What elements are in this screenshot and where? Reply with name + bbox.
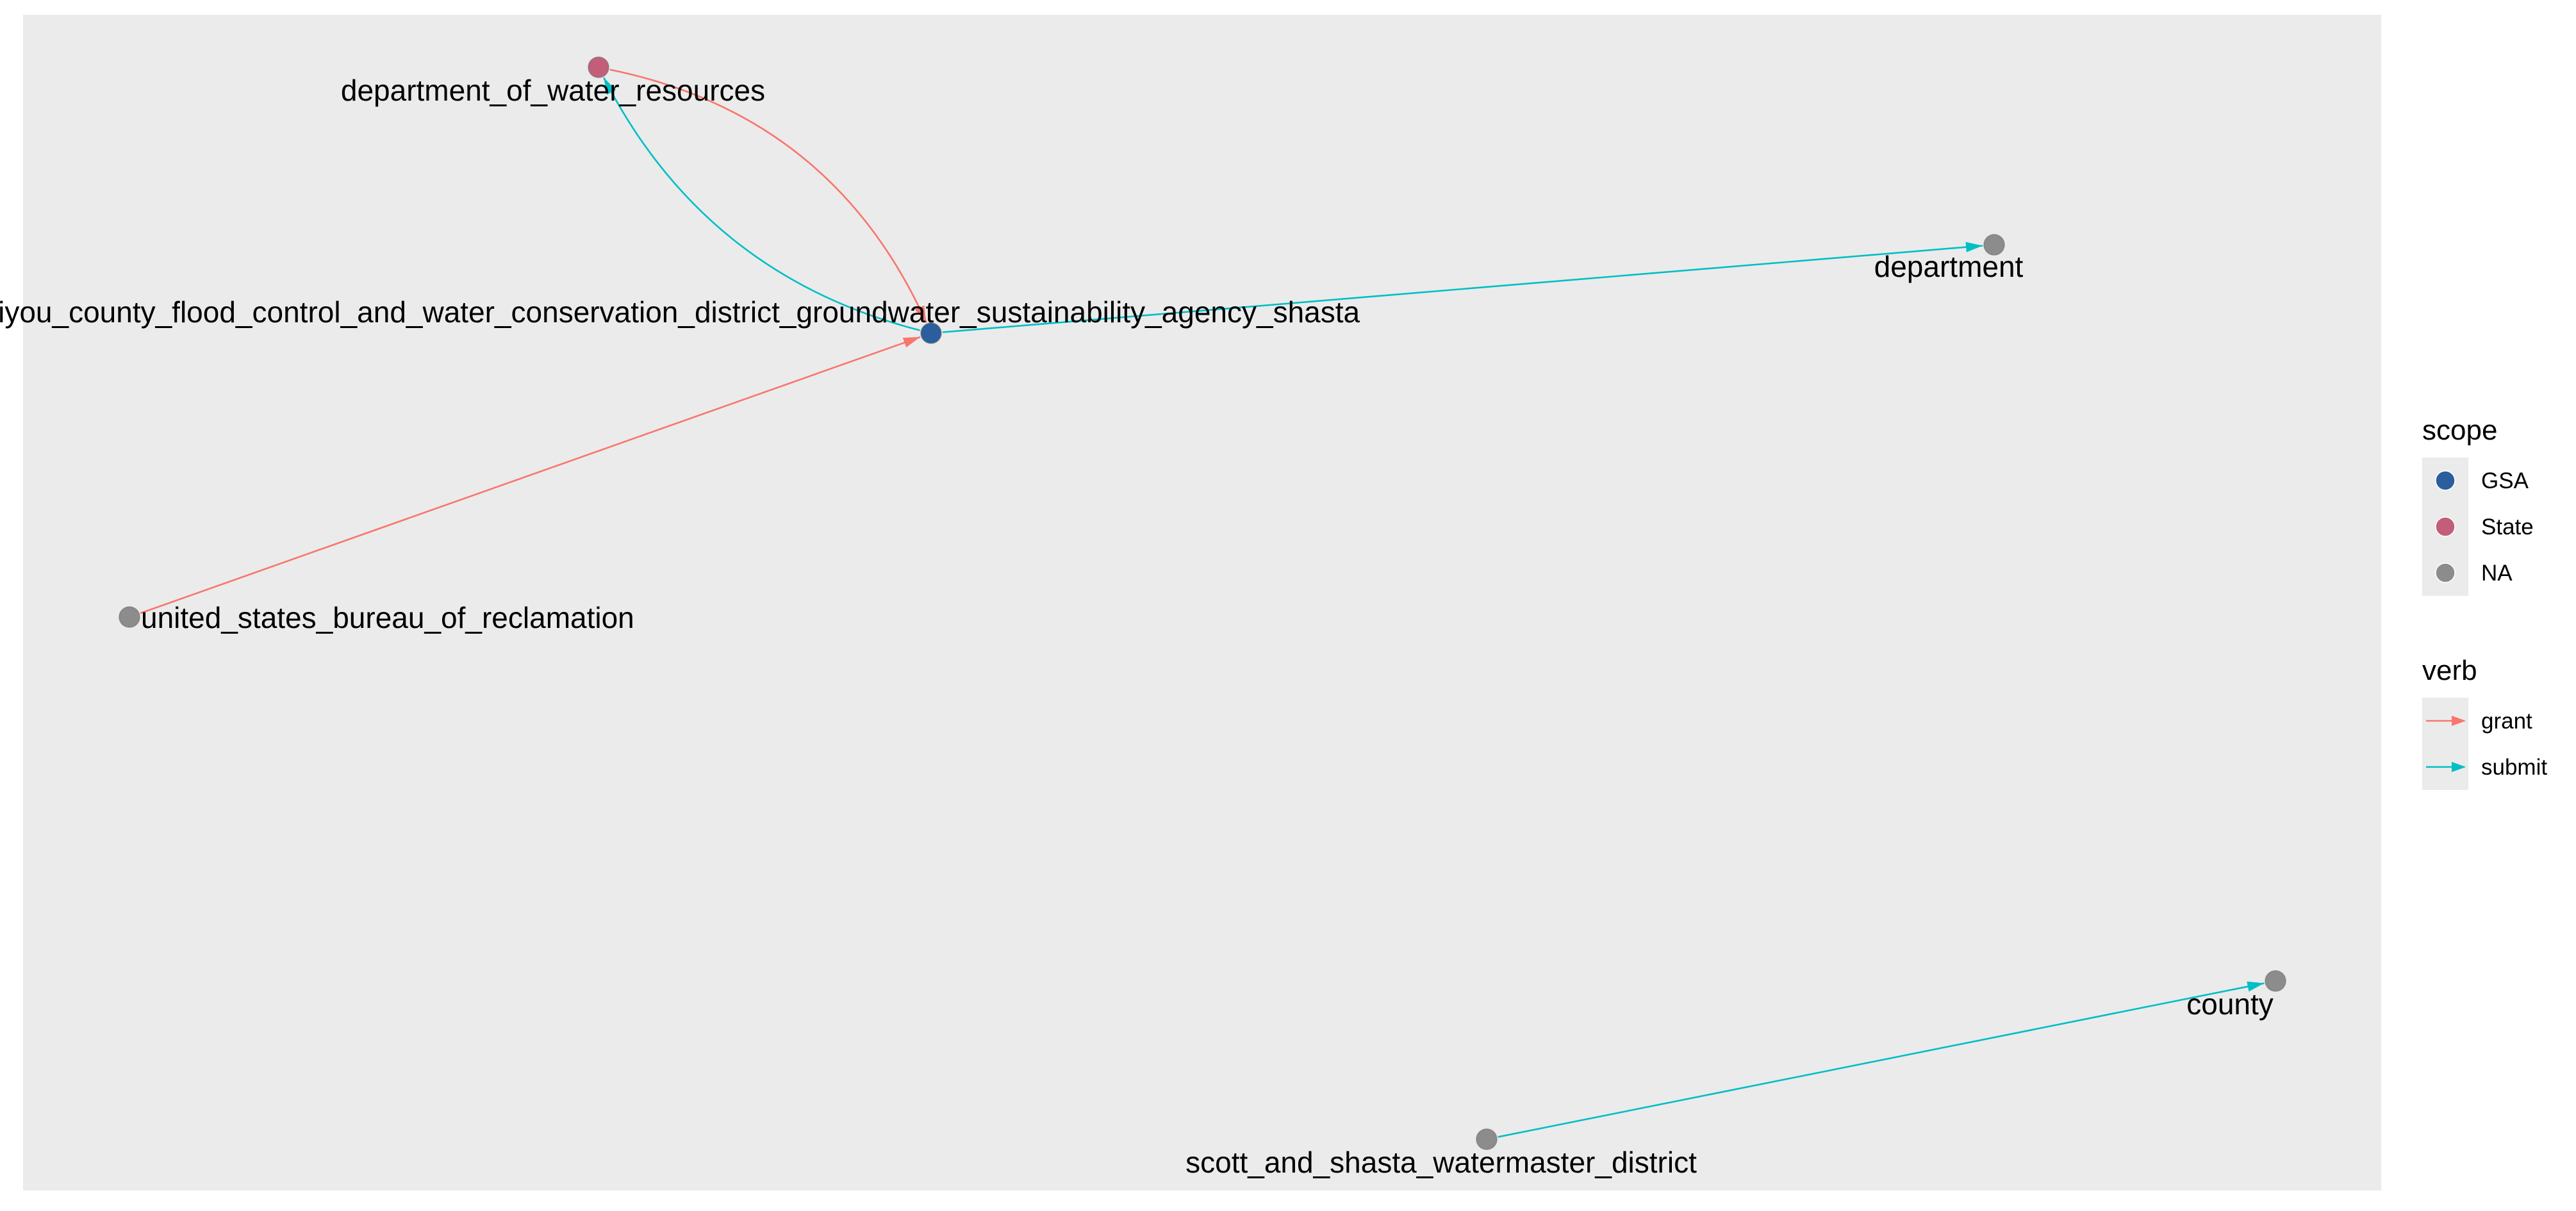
node-siskiyou-county-flood-control-and-water-conservation-district-groundwater-sustainability-agency-shasta [920, 322, 942, 344]
node-department-of-water-resources [588, 56, 609, 78]
edge-arrowhead [2247, 981, 2265, 992]
node-label-scott-and-shasta-watermaster-district: scott_and_shasta_watermaster_district [1185, 1146, 1697, 1179]
edge-line [942, 245, 1983, 333]
legend-scope-key-state [2435, 516, 2456, 537]
plot-panel [23, 15, 2381, 1190]
edge-grant [140, 336, 921, 614]
legend-scope-label-na: NA [2481, 561, 2513, 586]
edge-arrowhead [604, 78, 616, 95]
legend-verb-label-grant: grant [2481, 709, 2532, 734]
legend-verb-key-submit-arrowhead [2452, 762, 2466, 772]
edge-arrowhead [902, 337, 921, 348]
legend-scope-label-gsa: GSA [2481, 468, 2529, 493]
edge-arrowhead [1965, 242, 1983, 252]
legend-verb: verb grant submit [2422, 655, 2547, 790]
legend-scope-label-state: State [2481, 515, 2534, 540]
legend-scope-key-gsa [2435, 470, 2456, 491]
edge-line [140, 336, 921, 614]
node-label-siskiyou-county-flood-control-and-water-conservation-district-groundwater-sustainability-agency-shasta: siskiyou_county_flood_control_and_water_… [0, 295, 1360, 329]
node-label-department-of-water-resources: department_of_water_resources [341, 74, 765, 107]
legend-verb-key-submit [2426, 762, 2466, 772]
node-united-states-bureau-of-reclamation [119, 606, 140, 628]
node-department [1983, 234, 2005, 256]
edge-grant [609, 69, 927, 324]
edges-layer [140, 69, 2265, 1138]
legend-verb-key-grant-arrowhead [2452, 716, 2466, 726]
node-label-department: department [1874, 250, 2024, 283]
edge-submit [1498, 981, 2265, 1138]
node-county [2265, 970, 2286, 992]
legend-scope: scope GSA State NA [2422, 415, 2534, 596]
legend-scope-title: scope [2422, 415, 2497, 446]
legend-verb-key-grant [2426, 716, 2466, 726]
edge-arrowhead [914, 305, 927, 323]
legend-verb-label-submit: submit [2481, 755, 2547, 780]
node-scott-and-shasta-watermaster-district [1476, 1128, 1498, 1150]
nodes-layer [119, 56, 2286, 1150]
edge-line [609, 69, 927, 324]
labels-layer: siskiyou_county_flood_control_and_water_… [0, 74, 2274, 1179]
edge-line [1498, 982, 2265, 1138]
legend-scope-key-na [2435, 563, 2456, 583]
edge-submit [942, 242, 1983, 333]
edge-line [603, 77, 920, 331]
legend-verb-title: verb [2422, 655, 2477, 686]
edge-submit [603, 77, 920, 331]
node-label-county: county [2186, 987, 2274, 1021]
node-label-united-states-bureau-of-reclamation: united_states_bureau_of_reclamation [141, 601, 634, 634]
legend-verb-key-bg [2422, 698, 2468, 790]
